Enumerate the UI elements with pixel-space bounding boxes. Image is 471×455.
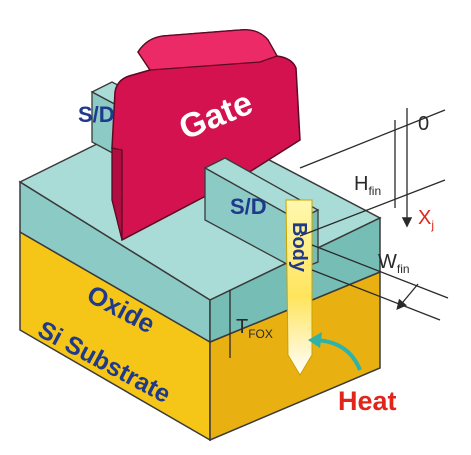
gate-block bbox=[111, 28, 301, 242]
sd-back-label: S/D bbox=[78, 102, 115, 127]
t-fox-label: TFOX bbox=[236, 316, 273, 341]
zero-label: 0 bbox=[418, 113, 429, 135]
h-fin-label: Hfin bbox=[354, 173, 381, 198]
sd-front-label: S/D bbox=[230, 194, 267, 219]
heat-arrow-head bbox=[308, 332, 322, 348]
dimension-lines bbox=[229, 108, 449, 358]
x-j-label: Xj bbox=[418, 207, 434, 232]
body-channel bbox=[285, 199, 313, 376]
heat-label: Heat bbox=[338, 386, 397, 416]
body-label: Body bbox=[288, 222, 310, 273]
w-fin-label: Wfin bbox=[378, 251, 410, 276]
